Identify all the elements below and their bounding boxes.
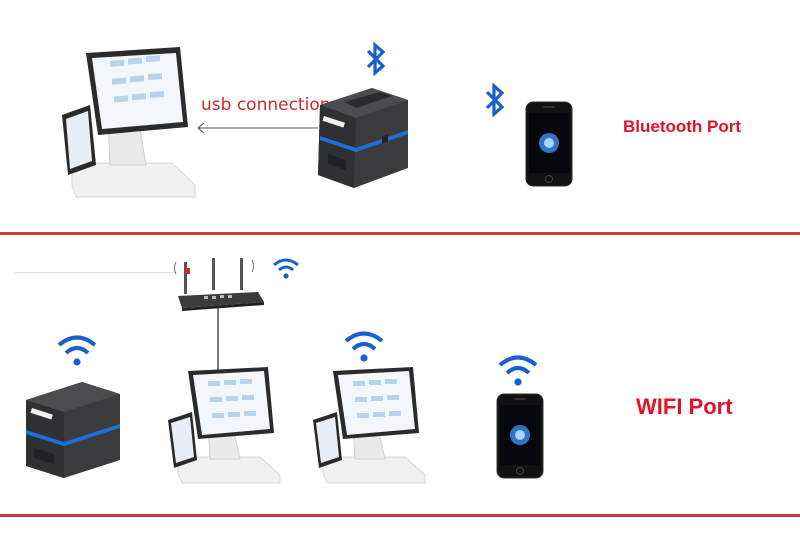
faded-line xyxy=(15,272,175,273)
wifi-icon xyxy=(344,331,384,362)
receipt-printer xyxy=(26,382,120,478)
pos-terminal xyxy=(62,47,196,198)
wifi-icon xyxy=(273,258,299,279)
usb-connection-label: usb connection xyxy=(201,95,331,115)
network-cable xyxy=(217,305,219,375)
wifi-router xyxy=(174,258,264,311)
wifi-icon xyxy=(498,355,538,386)
section-divider-top xyxy=(0,232,800,235)
bluetooth-icon xyxy=(485,82,505,118)
pos-terminal xyxy=(313,367,426,484)
bluetooth-icon xyxy=(366,41,386,77)
smartphone xyxy=(496,393,544,479)
bluetooth-port-label: Bluetooth Port xyxy=(623,117,742,136)
pos-terminal xyxy=(168,367,281,484)
wifi-port-label: WIFI Port xyxy=(636,394,733,419)
section-divider-bottom xyxy=(0,514,800,517)
wifi-icon xyxy=(57,335,97,366)
receipt-printer xyxy=(318,88,408,188)
usb-connection-arrow xyxy=(197,122,318,134)
smartphone xyxy=(525,101,573,187)
